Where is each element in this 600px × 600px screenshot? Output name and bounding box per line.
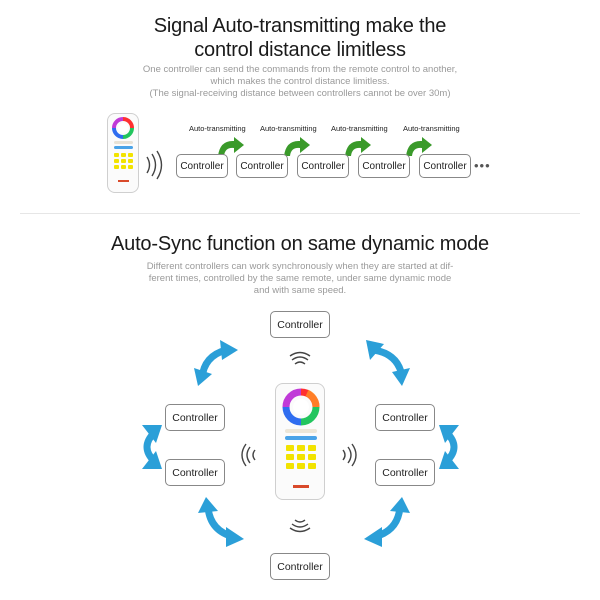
controller-box: Controller	[419, 154, 471, 178]
curved-arrow-icon	[406, 137, 432, 156]
controller-box: Controller	[176, 154, 228, 178]
controller-box: Controller	[375, 459, 435, 486]
controller-box: Controller	[358, 154, 410, 178]
section2-desc-line2: ferent times, controlled by the same rem…	[148, 273, 452, 284]
remote-control-icon	[275, 383, 325, 500]
controller-box: Controller	[375, 404, 435, 431]
double-arrow-icon	[439, 425, 459, 469]
more-dots: •••	[474, 158, 491, 173]
wireless-signal-icon	[146, 150, 163, 180]
section1-desc-line2: which makes the control distance limitle…	[210, 76, 390, 87]
double-arrow-icon	[142, 425, 162, 469]
controller-box: Controller	[165, 404, 225, 431]
wireless-signal-icon	[241, 443, 256, 467]
wireless-signal-icon	[342, 443, 357, 467]
section1-title-line2: control distance limitless	[194, 39, 406, 61]
controller-box: Controller	[165, 459, 225, 486]
double-arrow-icon	[194, 340, 238, 386]
curved-arrow-icon	[284, 137, 310, 156]
section2-title: Auto-Sync function on same dynamic mode	[111, 233, 489, 255]
section1-desc-line1: One controller can send the commands fro…	[142, 64, 458, 75]
section1-title-line1: Signal Auto-transmitting make the	[153, 15, 447, 37]
section-divider	[20, 213, 580, 214]
wireless-signal-icon	[289, 351, 311, 365]
auto-transmitting-label: Auto-transmitting	[189, 124, 246, 133]
curved-arrow-icon	[218, 137, 244, 156]
controller-box: Controller	[297, 154, 349, 178]
auto-transmitting-label: Auto-transmitting	[331, 124, 388, 133]
auto-transmitting-label: Auto-transmitting	[403, 124, 460, 133]
section1-desc-line3: (The signal-receiving distance between c…	[149, 88, 451, 99]
controller-box: Controller	[236, 154, 288, 178]
section2-desc-line3: and with same speed.	[253, 285, 347, 296]
remote-control-icon	[107, 113, 139, 193]
section2-desc-line1: Different controllers can work synchrono…	[146, 261, 454, 272]
double-arrow-icon	[198, 497, 244, 547]
double-arrow-icon	[364, 497, 410, 547]
controller-box: Controller	[270, 311, 330, 338]
double-arrow-icon	[366, 340, 410, 386]
wireless-signal-icon	[289, 519, 311, 533]
curved-arrow-icon	[345, 137, 371, 156]
auto-transmitting-label: Auto-transmitting	[260, 124, 317, 133]
controller-box: Controller	[270, 553, 330, 580]
